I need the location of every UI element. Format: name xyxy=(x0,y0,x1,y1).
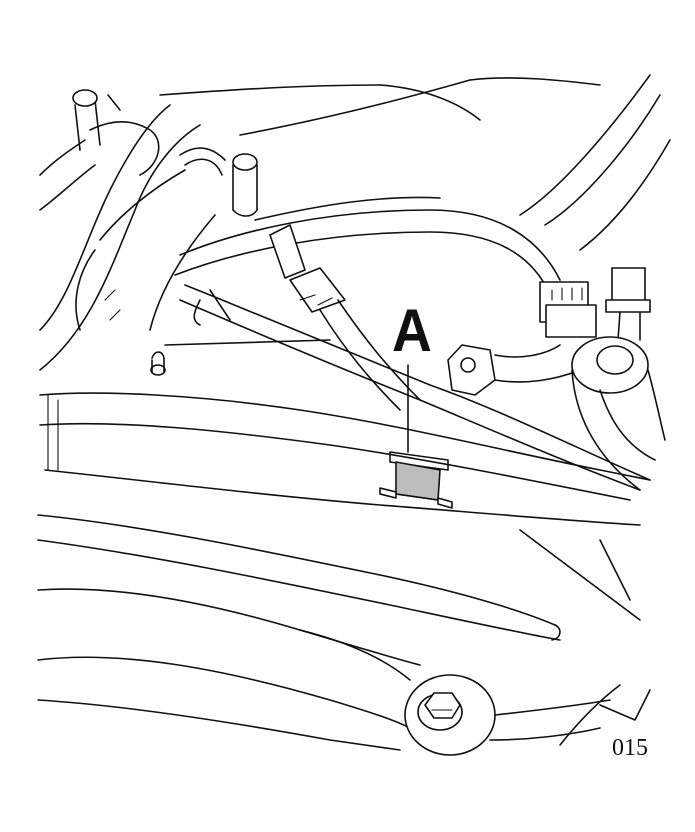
electrical-connector xyxy=(539,267,651,341)
left-stud xyxy=(150,339,331,376)
lower-right-edges xyxy=(559,684,651,746)
bolt-boss xyxy=(404,674,611,756)
figure-number: 015 xyxy=(612,735,648,761)
tube-connector xyxy=(269,224,421,411)
mounting-bracket xyxy=(447,344,581,396)
engine-block xyxy=(37,392,651,751)
left-hose xyxy=(75,169,216,331)
diagonal-rail xyxy=(179,284,651,491)
upper-body-lines xyxy=(159,74,671,251)
hose-clamp xyxy=(179,147,258,217)
upper-left-hoses xyxy=(39,89,201,371)
right-canister xyxy=(571,336,666,491)
horizontal-tube xyxy=(174,196,561,291)
callout-label-a: A xyxy=(392,297,432,364)
